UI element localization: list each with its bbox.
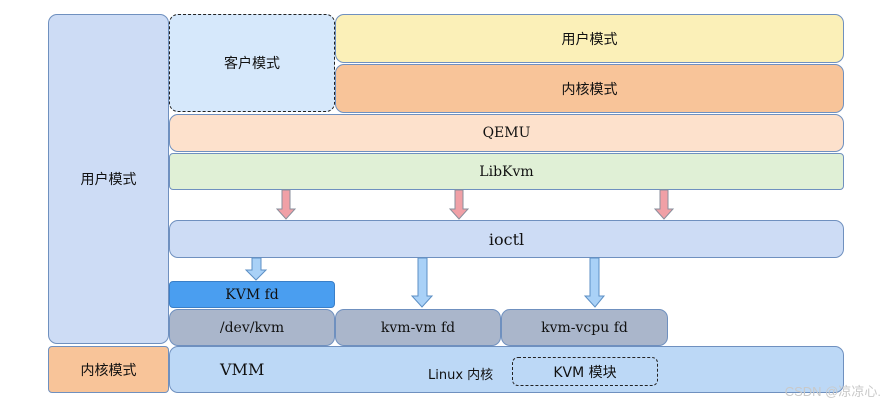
ioctl-to-kvm-vcpu-fd-arrow (583, 257, 606, 308)
libkvm-to-ioctl-arrow-2 (448, 189, 470, 220)
left-kernel-mode-label: 内核模式 (80, 362, 137, 379)
kvm-vm-fd-label: kvm-vm fd (380, 319, 456, 336)
vmm-block: VMM Linux 内核 KVM 模块 (169, 346, 844, 393)
kvm-module-box: KVM 模块 (512, 357, 658, 386)
qemu-block: QEMU (169, 114, 844, 152)
left-user-mode-block: 用户模式 (48, 14, 169, 344)
vmm-label: VMM (220, 360, 265, 379)
guest-kernel-mode-label: 内核模式 (561, 81, 618, 98)
kvm-fd-block: KVM fd (169, 281, 335, 308)
ioctl-label: ioctl (488, 229, 525, 249)
dev-kvm-label: /dev/kvm (219, 319, 285, 336)
kvm-vm-fd-block: kvm-vm fd (335, 309, 501, 346)
guest-kernel-mode-block: 内核模式 (335, 64, 844, 113)
watermark: CSDN @凉凉心. (784, 384, 881, 399)
guest-mode-label: 客户模式 (224, 56, 280, 72)
dev-kvm-block: /dev/kvm (169, 309, 335, 346)
kvm-fd-label: KVM fd (225, 286, 279, 303)
ioctl-to-kvm-vm-fd-arrow (410, 257, 434, 308)
kvm-module-label: KVM 模块 (553, 364, 617, 381)
guest-user-mode-block: 用户模式 (335, 14, 844, 63)
libkvm-to-ioctl-arrow-1 (275, 189, 297, 220)
left-kernel-mode-block: 内核模式 (48, 346, 169, 393)
libkvm-block: LibKvm (169, 153, 844, 190)
kvm-vcpu-fd-block: kvm-vcpu fd (501, 309, 668, 346)
qemu-label: QEMU (482, 125, 531, 141)
linux-kernel-label: Linux 内核 (428, 368, 494, 383)
kvm-vcpu-fd-label: kvm-vcpu fd (541, 319, 628, 336)
guest-user-mode-label: 用户模式 (561, 31, 618, 48)
ioctl-block: ioctl (169, 220, 844, 258)
ioctl-to-kvm-fd-arrow (244, 257, 268, 281)
guest-mode-block: 客户模式 (169, 14, 335, 112)
left-user-mode-label: 用户模式 (80, 172, 137, 188)
libkvm-to-ioctl-arrow-3 (653, 189, 675, 220)
libkvm-label: LibKvm (479, 163, 534, 180)
